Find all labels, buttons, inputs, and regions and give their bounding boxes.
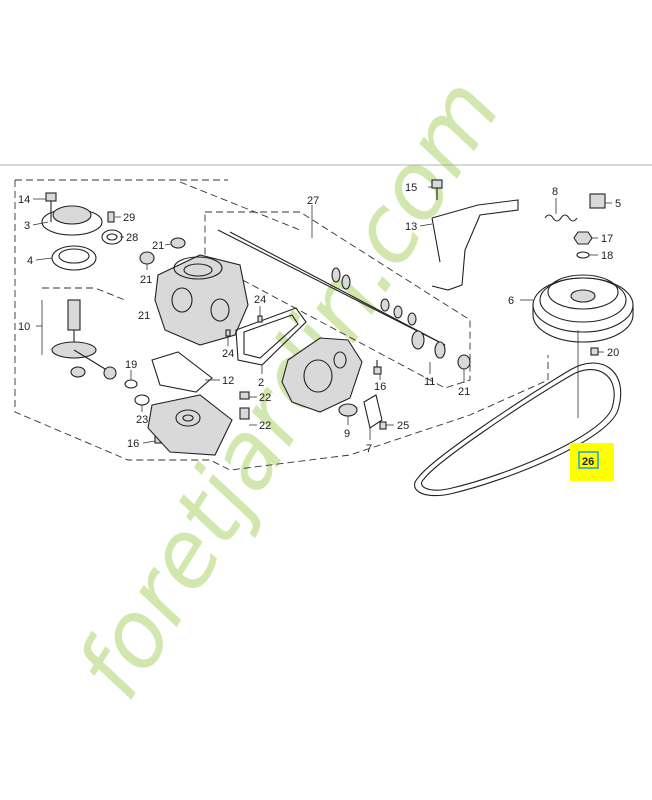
belt-26 (414, 362, 622, 496)
nut-17 (573, 231, 593, 245)
label-29: 29 (123, 212, 135, 224)
label-11: 11 (424, 376, 435, 388)
label-5: 5 (615, 198, 621, 210)
gear-11 (411, 330, 446, 359)
label-20: 20 (607, 347, 619, 359)
label-12: 12 (222, 375, 234, 387)
label-22-a: 22 (259, 392, 271, 404)
clip-5 (589, 193, 606, 209)
label-17: 17 (601, 233, 613, 245)
highlight-box (570, 443, 614, 481)
leader-lines (32, 186, 612, 444)
bolt-14 (45, 192, 57, 222)
bracket-7 (363, 394, 383, 429)
label-14: 14 (18, 194, 30, 206)
gasket-2-inner (243, 314, 299, 359)
label-2: 2 (258, 377, 264, 389)
shaft-27 (217, 229, 446, 346)
pin-25 (379, 421, 387, 430)
label-23: 23 (136, 414, 148, 426)
label-7: 7 (366, 443, 372, 455)
label-21-c: 21 (138, 310, 150, 322)
label-16-b: 16 (374, 381, 386, 393)
gasket-2 (235, 307, 307, 366)
label-21-a: 21 (152, 240, 164, 252)
pin-24-b (225, 329, 231, 337)
gasket-12 (151, 351, 213, 393)
lower-housing (147, 394, 233, 456)
pin-24-a (257, 315, 263, 323)
bolt-16-b (373, 360, 382, 375)
fitting-22-b (239, 407, 250, 420)
gear-case (154, 254, 249, 346)
label-6: 6 (508, 295, 514, 307)
label-21-b: 21 (140, 274, 152, 286)
washer-23 (134, 394, 150, 406)
label-18: 18 (601, 250, 613, 262)
label-9: 9 (344, 428, 350, 440)
label-21-d: 21 (458, 386, 470, 398)
assembly-outline (14, 180, 549, 471)
highlight-26: 26 (570, 443, 614, 481)
label-10: 10 (18, 321, 30, 333)
label-24-b: 24 (222, 348, 234, 360)
label-15: 15 (405, 182, 417, 194)
bolt-15 (431, 179, 443, 200)
label-13: 13 (405, 221, 417, 233)
cover-3 (41, 205, 103, 236)
label-24-a: 24 (254, 294, 266, 306)
knuckle-10 (51, 299, 117, 380)
ring-gear-4 (51, 245, 97, 271)
spring-9 (338, 403, 358, 417)
pulley-6 (532, 274, 634, 343)
washer-18 (576, 251, 590, 259)
pin-29 (107, 211, 115, 223)
assembly-outline-left (179, 181, 301, 231)
seal-21-a (170, 237, 186, 249)
label-27: 27 (307, 195, 319, 207)
spring-8 (544, 214, 578, 222)
label-25: 25 (397, 420, 409, 432)
washer-19 (124, 379, 138, 389)
label-26: 26 (582, 456, 594, 468)
label-4: 4 (27, 255, 33, 267)
seal-21-b (139, 251, 155, 265)
label-22-b: 22 (259, 420, 271, 432)
label-19: 19 (125, 359, 137, 371)
label-8: 8 (552, 186, 558, 198)
transmission-housing (281, 337, 363, 413)
arm-13 (431, 199, 519, 291)
label-28: 28 (126, 232, 138, 244)
label-3: 3 (24, 220, 30, 232)
seal-28 (101, 229, 123, 245)
seal-21-d (457, 354, 471, 370)
knuckle-outline (42, 287, 126, 301)
part-labels: 14 3 29 28 4 21 21 21 10 19 23 16 12 24 … (18, 182, 621, 455)
highlight-label-box (578, 451, 599, 469)
key-20 (590, 347, 599, 356)
label-16-a: 16 (127, 438, 139, 450)
fitting-22-a (239, 391, 250, 400)
